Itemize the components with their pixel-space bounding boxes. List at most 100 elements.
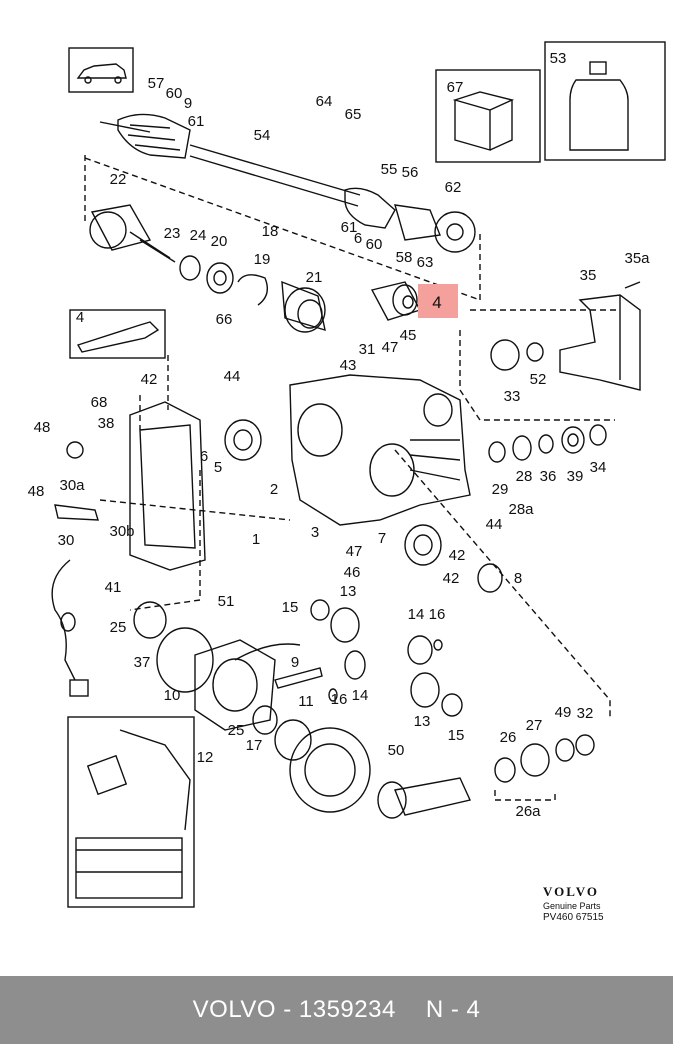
part-label-43[interactable]: 43 <box>340 357 357 374</box>
part-label-42[interactable]: 42 <box>443 570 460 587</box>
part-label-9[interactable]: 9 <box>184 95 192 112</box>
part-label-60[interactable]: 60 <box>166 85 183 102</box>
part-label-6[interactable]: 6 <box>354 230 362 247</box>
part-label-2[interactable]: 2 <box>270 481 278 498</box>
part-label-46[interactable]: 46 <box>344 564 361 581</box>
part-label-49[interactable]: 49 <box>555 704 572 721</box>
part-label-16[interactable]: 16 <box>429 606 446 623</box>
sensor-30a <box>66 441 84 459</box>
sensor-30b <box>54 504 99 521</box>
part-label-16[interactable]: 16 <box>331 691 348 708</box>
part-label-13[interactable]: 13 <box>414 713 431 730</box>
part-label-19[interactable]: 19 <box>254 251 271 268</box>
brand-logo: VOLVO <box>543 884 599 899</box>
part-label-45[interactable]: 45 <box>400 327 417 344</box>
part-label-34[interactable]: 34 <box>590 459 607 476</box>
part-label-12[interactable]: 12 <box>197 749 214 766</box>
part-label-26a[interactable]: 26a <box>515 803 541 820</box>
part-label-66[interactable]: 66 <box>216 311 233 328</box>
part-label-30b[interactable]: 30b <box>109 523 134 540</box>
nut-52 <box>526 342 544 362</box>
part-label-9[interactable]: 9 <box>291 654 299 671</box>
part-label-58[interactable]: 58 <box>396 249 413 266</box>
part-label-37[interactable]: 37 <box>134 654 151 671</box>
volvo-genuine-parts-logo: VOLVO Genuine Parts PV460 67515 <box>543 884 663 923</box>
part-label-30[interactable]: 30 <box>58 532 75 549</box>
part-label-14[interactable]: 14 <box>408 606 425 623</box>
part-label-56[interactable]: 56 <box>402 164 419 181</box>
part-label-8[interactable]: 8 <box>514 570 522 587</box>
main-housing-2 <box>289 374 471 526</box>
part-label-64[interactable]: 64 <box>316 93 333 110</box>
part-label-36[interactable]: 36 <box>540 468 557 485</box>
part-label-65[interactable]: 65 <box>345 106 362 123</box>
part-label-62[interactable]: 62 <box>445 179 462 196</box>
washer-15 <box>310 599 330 621</box>
part-label-61[interactable]: 61 <box>341 219 358 236</box>
part-label-31[interactable]: 31 <box>359 341 376 358</box>
part-label-29[interactable]: 29 <box>492 481 509 498</box>
part-label-11[interactable]: 11 <box>298 693 314 710</box>
part-label-57[interactable]: 57 <box>148 75 165 92</box>
part-label-27[interactable]: 27 <box>526 717 543 734</box>
part-label-39[interactable]: 39 <box>567 468 584 485</box>
part-label-47[interactable]: 47 <box>382 339 399 356</box>
part-label-33[interactable]: 33 <box>504 388 521 405</box>
part-label-17[interactable]: 17 <box>246 737 263 754</box>
part-label-28a[interactable]: 28a <box>508 501 534 518</box>
part-label-28[interactable]: 28 <box>516 468 533 485</box>
ring-36 <box>538 434 554 454</box>
part-label-15[interactable]: 15 <box>448 727 465 744</box>
part-label-5[interactable]: 5 <box>214 459 222 476</box>
part-label-20[interactable]: 20 <box>211 233 228 250</box>
part-label-4-highlight[interactable]: 4 <box>432 293 441 312</box>
part-label-22[interactable]: 22 <box>110 171 127 188</box>
part-label-42[interactable]: 42 <box>449 547 466 564</box>
part-label-54[interactable]: 54 <box>254 127 271 144</box>
part-label-67[interactable]: 67 <box>447 79 464 96</box>
part-label-21[interactable]: 21 <box>306 269 323 286</box>
part-label-13[interactable]: 13 <box>340 583 357 600</box>
part-label-25[interactable]: 25 <box>228 722 245 739</box>
part-label-15[interactable]: 15 <box>282 599 299 616</box>
part-label-18[interactable]: 18 <box>262 223 279 240</box>
part-label-53[interactable]: 53 <box>550 50 567 67</box>
part-label-32[interactable]: 32 <box>577 705 594 722</box>
connector <box>69 679 89 697</box>
side-cover-1 <box>129 401 206 571</box>
part-label-50[interactable]: 50 <box>388 742 405 759</box>
ring-29 <box>488 441 506 463</box>
part-label-61[interactable]: 61 <box>188 113 205 130</box>
part-label-42[interactable]: 42 <box>141 371 158 388</box>
part-label-25[interactable]: 25 <box>110 619 127 636</box>
part-label-1[interactable]: 1 <box>252 531 260 548</box>
part-label-35a[interactable]: 35a <box>624 250 650 267</box>
part-label-68[interactable]: 68 <box>91 394 108 411</box>
part-label-3[interactable]: 3 <box>311 524 319 541</box>
part-label-6[interactable]: 6 <box>200 448 208 465</box>
car-icon <box>68 47 134 93</box>
part-label-26[interactable]: 26 <box>500 729 517 746</box>
part-label-63[interactable]: 63 <box>417 254 434 271</box>
part-label-47[interactable]: 47 <box>346 543 363 560</box>
part-label-10[interactable]: 10 <box>164 687 181 704</box>
part-label-14[interactable]: 14 <box>352 687 369 704</box>
part-label-55[interactable]: 55 <box>381 161 398 178</box>
ring-gear <box>289 727 371 813</box>
part-label-52[interactable]: 52 <box>530 371 547 388</box>
part-label-7[interactable]: 7 <box>378 530 386 547</box>
pinion-50 <box>394 777 471 816</box>
part-label-24[interactable]: 24 <box>190 227 207 244</box>
part-label-41[interactable]: 41 <box>105 579 122 596</box>
part-label-23[interactable]: 23 <box>164 225 181 242</box>
part-label-48[interactable]: 48 <box>28 483 45 500</box>
part-label-60[interactable]: 60 <box>366 236 383 253</box>
part-label-44[interactable]: 44 <box>224 368 241 385</box>
part-label-30a[interactable]: 30a <box>59 477 85 494</box>
part-label-51[interactable]: 51 <box>218 593 235 610</box>
part-label-38[interactable]: 38 <box>98 415 115 432</box>
part-label-4[interactable]: 4 <box>76 309 84 326</box>
part-label-48[interactable]: 48 <box>34 419 51 436</box>
part-label-35[interactable]: 35 <box>580 267 597 284</box>
part-label-44[interactable]: 44 <box>486 516 503 533</box>
